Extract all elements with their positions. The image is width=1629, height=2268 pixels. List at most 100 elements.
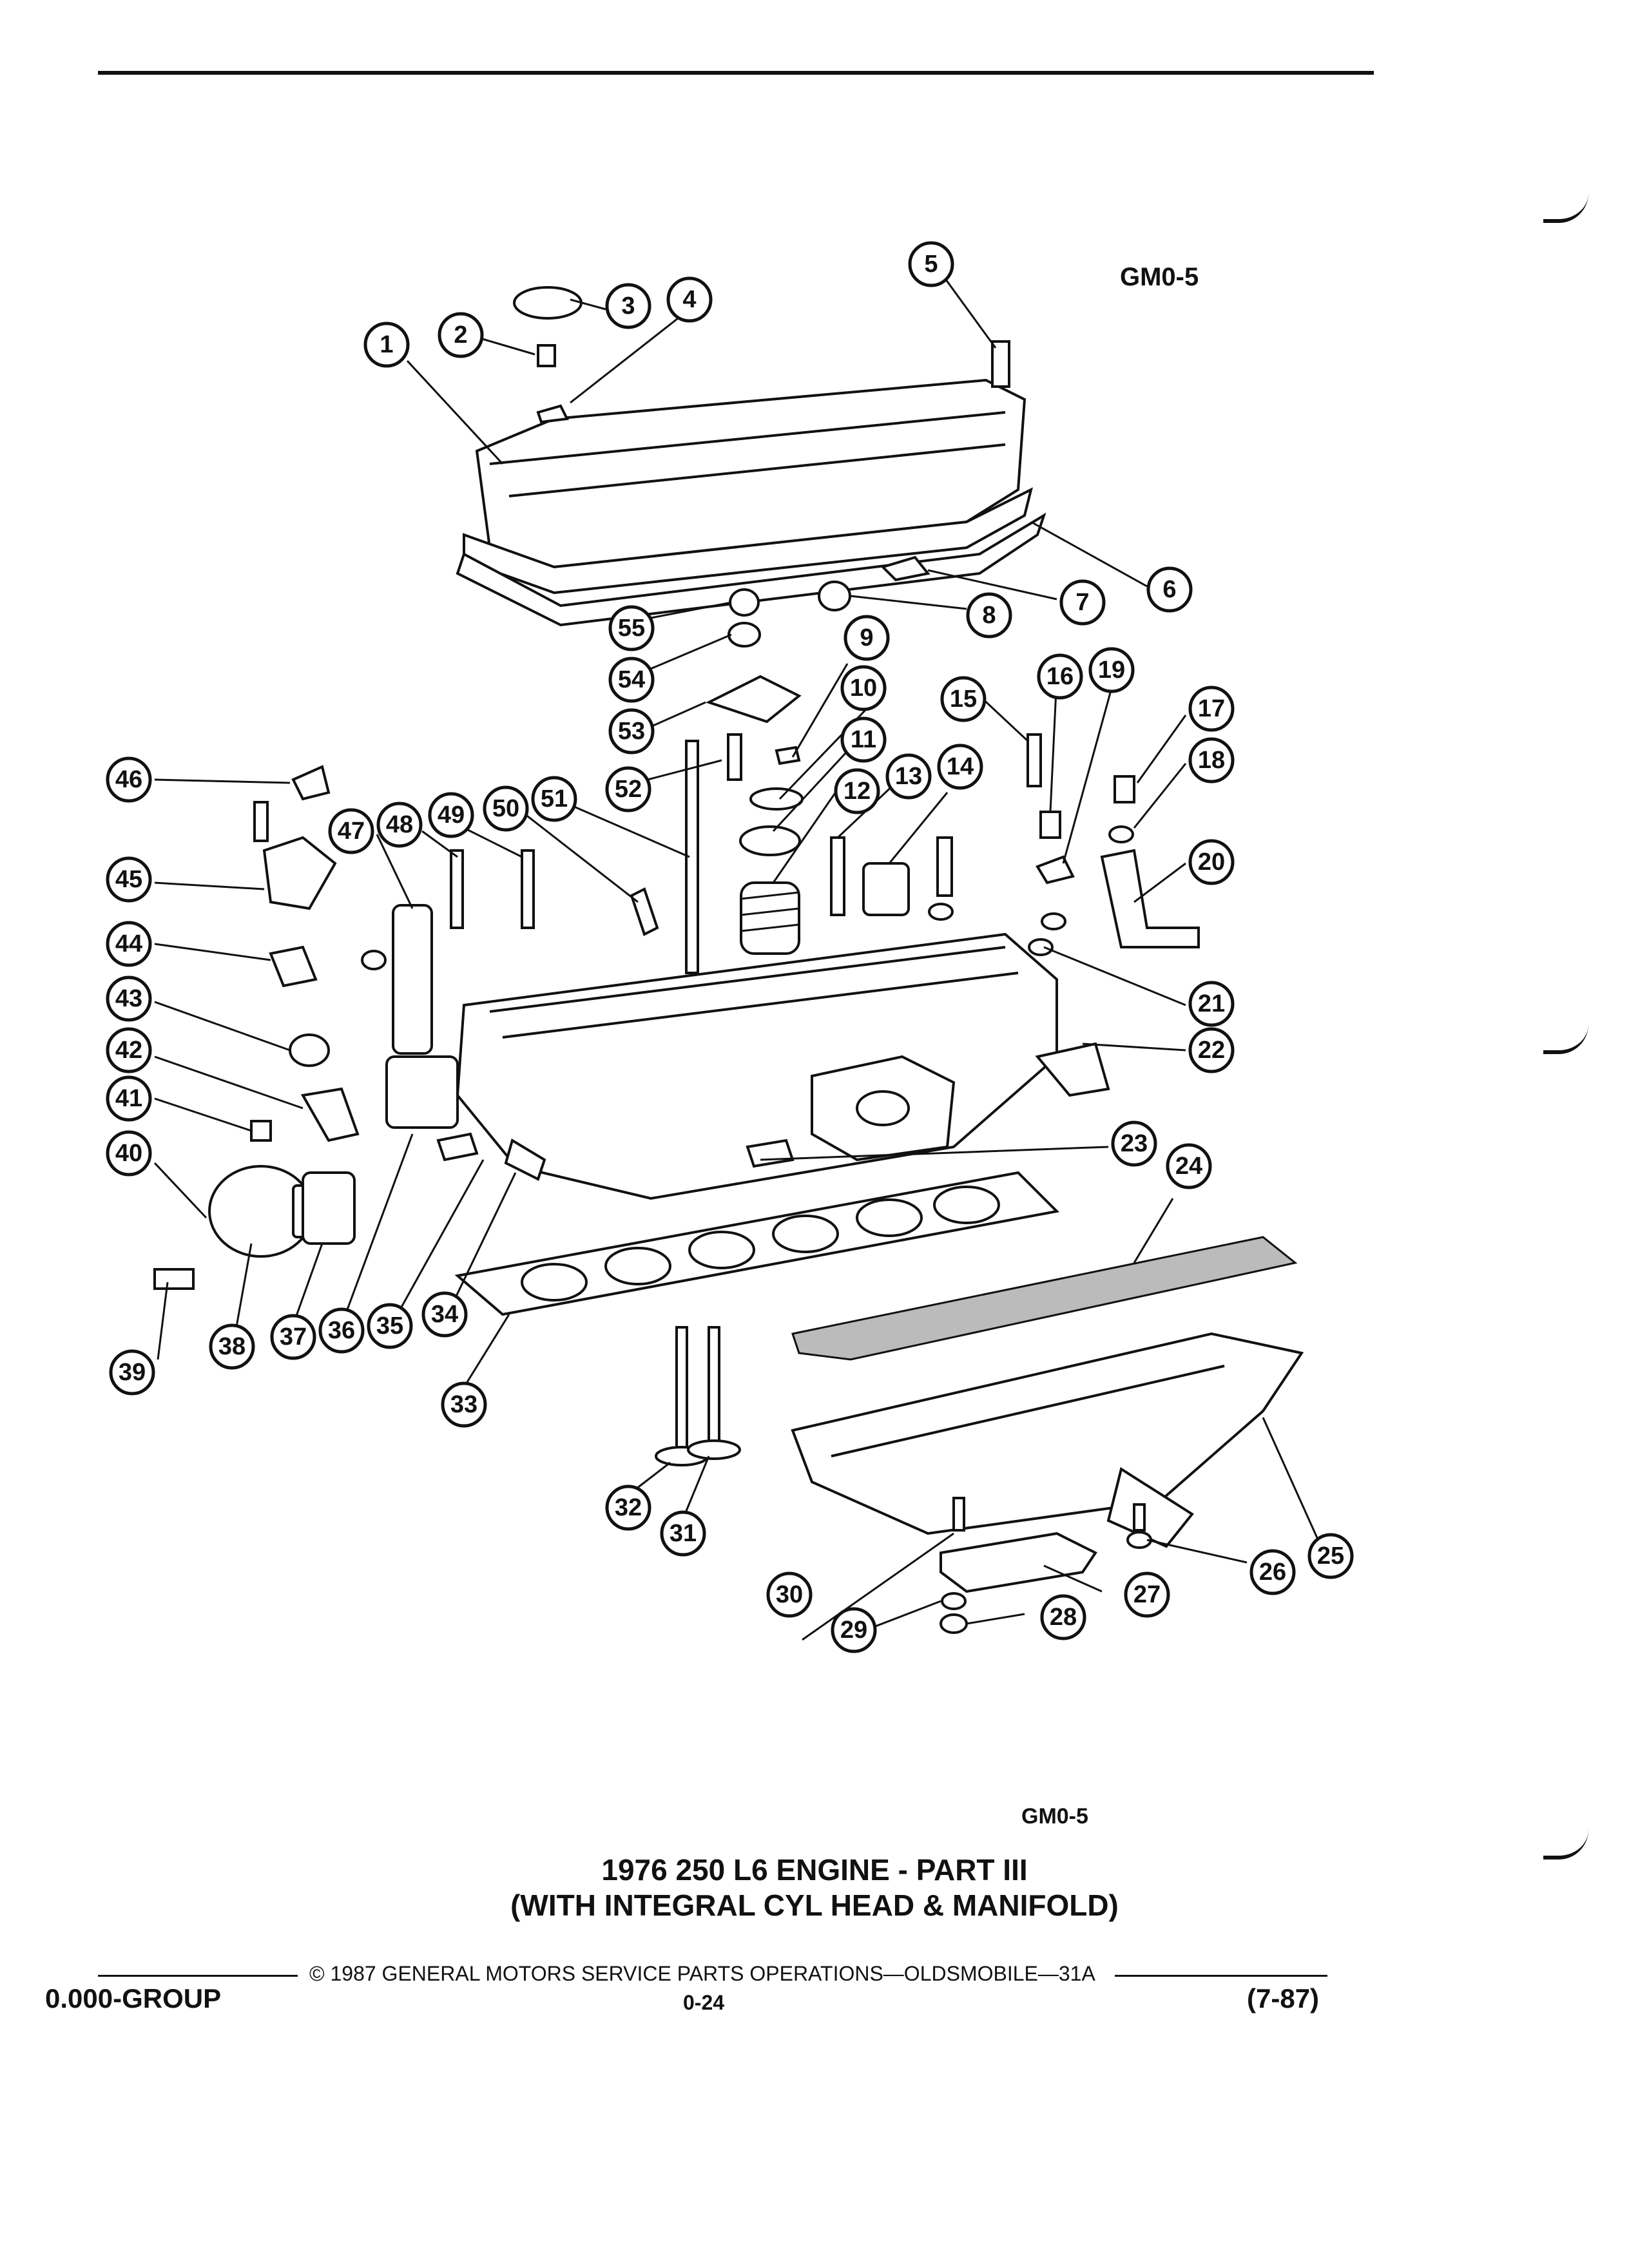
svg-text:5: 5 bbox=[924, 251, 938, 278]
svg-text:46: 46 bbox=[115, 766, 142, 793]
svg-text:9: 9 bbox=[860, 624, 873, 651]
callout-5: 5 bbox=[908, 241, 954, 287]
svg-text:21: 21 bbox=[1198, 990, 1225, 1017]
callout-11: 11 bbox=[840, 716, 887, 763]
callout-45: 45 bbox=[106, 856, 152, 903]
callout-39: 39 bbox=[109, 1349, 155, 1396]
svg-text:39: 39 bbox=[119, 1359, 146, 1386]
diagram-code-top: GM0-5 bbox=[1120, 263, 1199, 291]
bottom-hardware bbox=[940, 1497, 1152, 1634]
callout-2: 2 bbox=[438, 312, 484, 358]
callout-12: 12 bbox=[834, 768, 880, 814]
callout-38: 38 bbox=[209, 1323, 255, 1370]
svg-text:19: 19 bbox=[1098, 657, 1125, 684]
svg-text:10: 10 bbox=[850, 675, 877, 702]
svg-text:45: 45 bbox=[115, 866, 142, 893]
callout-3: 3 bbox=[605, 283, 651, 329]
svg-text:26: 26 bbox=[1259, 1559, 1286, 1586]
svg-text:2: 2 bbox=[454, 322, 467, 349]
callout-53: 53 bbox=[608, 708, 655, 754]
svg-text:40: 40 bbox=[115, 1140, 142, 1167]
callout-33: 33 bbox=[441, 1381, 487, 1428]
callout-27: 27 bbox=[1124, 1571, 1170, 1618]
svg-text:34: 34 bbox=[431, 1301, 458, 1328]
title-line-2: (WITH INTEGRAL CYL HEAD & MANIFOLD) bbox=[510, 1888, 1119, 1922]
left-side-parts bbox=[153, 765, 795, 1290]
callout-15: 15 bbox=[940, 676, 987, 722]
svg-text:27: 27 bbox=[1133, 1581, 1161, 1608]
svg-text:42: 42 bbox=[115, 1037, 142, 1064]
svg-text:47: 47 bbox=[338, 818, 365, 845]
svg-text:53: 53 bbox=[618, 718, 645, 745]
svg-text:30: 30 bbox=[776, 1581, 803, 1608]
callout-43: 43 bbox=[106, 975, 152, 1022]
callout-20: 20 bbox=[1188, 839, 1235, 885]
svg-text:22: 22 bbox=[1198, 1037, 1225, 1064]
svg-text:44: 44 bbox=[115, 930, 142, 957]
valve-cover bbox=[456, 378, 1046, 627]
svg-text:20: 20 bbox=[1198, 849, 1225, 876]
callout-7: 7 bbox=[1059, 579, 1106, 626]
svg-text:33: 33 bbox=[450, 1391, 477, 1418]
svg-text:54: 54 bbox=[618, 666, 645, 693]
svg-text:55: 55 bbox=[618, 615, 645, 642]
svg-text:6: 6 bbox=[1162, 576, 1176, 603]
svg-text:32: 32 bbox=[615, 1494, 642, 1521]
callout-6: 6 bbox=[1146, 566, 1193, 613]
svg-text:14: 14 bbox=[947, 753, 974, 780]
svg-text:41: 41 bbox=[115, 1085, 142, 1112]
callout-1: 1 bbox=[363, 322, 410, 368]
callout-50: 50 bbox=[483, 785, 529, 832]
binding-mark-1 bbox=[1543, 193, 1588, 223]
svg-text:7: 7 bbox=[1075, 589, 1089, 616]
callout-51: 51 bbox=[531, 776, 577, 822]
callout-22: 22 bbox=[1188, 1027, 1235, 1073]
svg-text:31: 31 bbox=[670, 1520, 697, 1547]
callout-54: 54 bbox=[608, 657, 655, 703]
callout-14: 14 bbox=[937, 744, 983, 790]
group-label: 0.000-GROUP bbox=[45, 1983, 222, 2013]
manifold bbox=[791, 1332, 1304, 1548]
callout-23: 23 bbox=[1111, 1120, 1157, 1167]
callout-19: 19 bbox=[1088, 647, 1135, 693]
svg-text:24: 24 bbox=[1175, 1153, 1202, 1180]
callout-29: 29 bbox=[831, 1607, 877, 1653]
cap-parts bbox=[513, 286, 1010, 781]
callout-13: 13 bbox=[885, 753, 932, 800]
footer-rule-left bbox=[98, 1975, 298, 1977]
page-number: 0-24 bbox=[683, 1991, 725, 2014]
revision-label: (7-87) bbox=[1247, 1983, 1320, 2013]
right-small-parts bbox=[1027, 733, 1200, 956]
svg-text:35: 35 bbox=[376, 1312, 403, 1340]
callout-44: 44 bbox=[106, 921, 152, 967]
svg-text:12: 12 bbox=[843, 778, 871, 805]
svg-text:25: 25 bbox=[1317, 1542, 1344, 1570]
callout-52: 52 bbox=[605, 766, 651, 812]
callout-55: 55 bbox=[608, 605, 655, 651]
callout-32: 32 bbox=[605, 1485, 651, 1531]
copyright-line: © 1987 GENERAL MOTORS SERVICE PARTS OPER… bbox=[309, 1962, 1095, 1985]
svg-text:28: 28 bbox=[1050, 1604, 1077, 1631]
callout-42: 42 bbox=[106, 1027, 152, 1073]
binding-mark-3 bbox=[1543, 1830, 1588, 1860]
svg-text:3: 3 bbox=[621, 293, 635, 320]
svg-text:38: 38 bbox=[218, 1333, 246, 1360]
callout-24: 24 bbox=[1166, 1143, 1212, 1189]
svg-text:17: 17 bbox=[1198, 695, 1225, 722]
svg-text:11: 11 bbox=[851, 726, 876, 753]
callout-4: 4 bbox=[666, 276, 713, 323]
svg-text:4: 4 bbox=[682, 286, 696, 313]
svg-text:52: 52 bbox=[615, 776, 642, 803]
svg-text:49: 49 bbox=[438, 802, 465, 829]
head-gasket bbox=[454, 1171, 1060, 1316]
callout-35: 35 bbox=[367, 1303, 413, 1349]
cylinder-head bbox=[456, 932, 1110, 1200]
svg-text:36: 36 bbox=[328, 1317, 355, 1344]
callout-40: 40 bbox=[106, 1130, 152, 1177]
svg-text:43: 43 bbox=[115, 985, 142, 1012]
binding-mark-2 bbox=[1543, 1024, 1588, 1054]
callout-46: 46 bbox=[106, 756, 152, 803]
diagram-code-bottom: GM0-5 bbox=[1021, 1804, 1088, 1829]
leader-lines bbox=[153, 276, 1322, 1641]
